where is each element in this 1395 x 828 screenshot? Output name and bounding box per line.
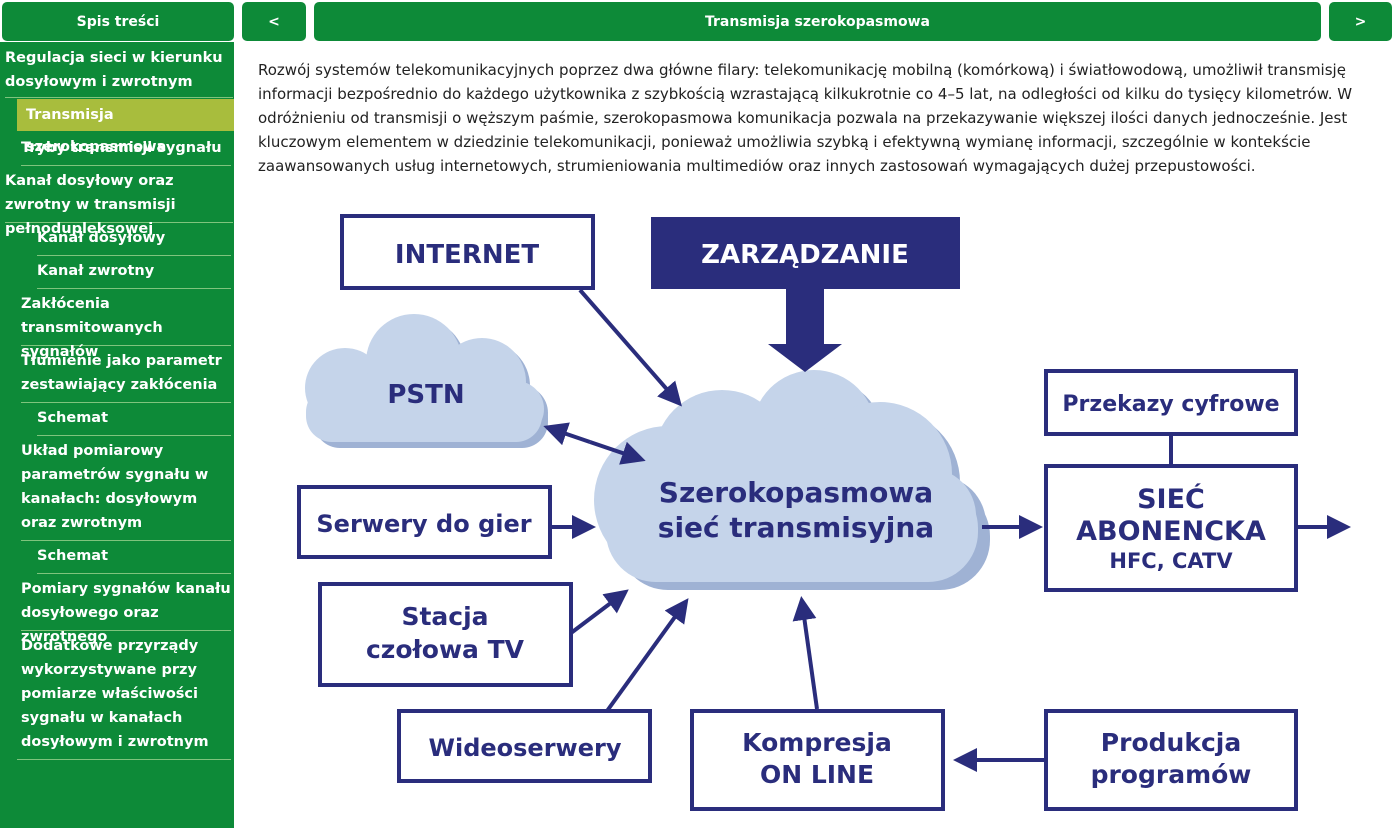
pstn-cloud: PSTN (305, 314, 548, 448)
internet-label: INTERNET (395, 240, 539, 270)
przekazy-label: Przekazy cyfrowe (1062, 392, 1279, 417)
serwery-label: Serwery do gier (316, 510, 531, 538)
produkcja-box (1044, 709, 1298, 811)
toc-item-regulacja[interactable]: Regulacja sieci w kierunku dosyłowym i z… (5, 46, 233, 98)
stacja-box (318, 582, 573, 687)
internet-box (340, 214, 595, 290)
toc-item-schemat-1[interactable]: Schemat (37, 406, 231, 436)
main-cloud: Szerokopasmowa sieć transmisyjna (594, 370, 990, 590)
arrow-internet (578, 288, 682, 407)
toc-item-dodatkowe-przyrzady[interactable]: Dodatkowe przyrządy wykorzystywane przy … (17, 634, 231, 760)
arrow-pstn-from-cloud (543, 422, 591, 446)
zarzadzanie-box (651, 217, 960, 289)
cloud-line-1: Szerokopasmowa (659, 476, 933, 509)
kompresja-line-1: Kompresja (742, 728, 892, 757)
produkcja-line-2: programów (1091, 760, 1252, 789)
arrow-kompresja (792, 596, 819, 710)
przekazy-box (1044, 369, 1298, 436)
arrow-wideoserwery (605, 598, 689, 713)
toc-item-uklad-pomiarowy[interactable]: Układ pomiarowy parametrów sygnału w kan… (21, 439, 231, 541)
toc-item-kanal-zwrotny[interactable]: Kanał zwrotny (37, 259, 231, 289)
wideoserwery-box (397, 709, 652, 783)
wideoserwery-label: Wideoserwery (429, 734, 622, 762)
prev-button[interactable]: < (242, 2, 306, 41)
toc-title-bar: Spis treści (2, 2, 234, 41)
arrow-pstn-to-cloud (589, 440, 646, 465)
next-button[interactable]: > (1329, 2, 1392, 41)
toc-item-kanal-dosylowy-zwrotny[interactable]: Kanał dosyłowy oraz zwrotny w transmisji… (5, 169, 233, 237)
toc-item-tlumienie[interactable]: Tłumienie jako parametr zestawiający zak… (21, 349, 231, 403)
toc-item-transmisja-szerokopasmowa[interactable]: Transmisja szerokopasmowa (17, 99, 234, 155)
produkcja-line-1: Produkcja (1101, 728, 1241, 757)
page-title: Transmisja szerokopasmowa (314, 2, 1321, 41)
zarzadzanie-label: ZARZĄDZANIE (701, 240, 909, 270)
intro-paragraph: Rozwój systemów telekomunikacyjnych popr… (258, 61, 1353, 175)
siec-line-2: ABONENCKA (1076, 516, 1266, 547)
siec-abonencka-box (1044, 464, 1298, 592)
siec-line-3: HFC, CATV (1109, 549, 1233, 573)
cloud-line-2: sieć transmisyjna (658, 511, 934, 544)
serwery-box (297, 485, 552, 559)
toc-item-kanal-dosylowy[interactable]: Kanał dosyłowy (37, 226, 231, 256)
table-of-contents: Regulacja sieci w kierunku dosyłowym i z… (0, 42, 234, 828)
toc-item-zaklocenia[interactable]: Zakłócenia transmitowanych sygnałów (21, 292, 231, 360)
arrow-stacja (569, 589, 629, 635)
toc-item-pomiary-sygnalow[interactable]: Pomiary sygnałów kanału dosyłowego oraz … (21, 577, 231, 645)
siec-line-1: SIEĆ (1137, 483, 1205, 515)
pstn-label: PSTN (387, 380, 464, 410)
stacja-line-2: czołowa TV (366, 635, 525, 664)
kompresja-line-2: ON LINE (760, 760, 874, 789)
toc-item-schemat-2[interactable]: Schemat (37, 544, 231, 574)
zarzadzanie-arrow (768, 289, 842, 372)
stacja-line-1: Stacja (401, 602, 488, 631)
kompresja-box (690, 709, 945, 811)
toc-item-tryby-transmisji[interactable]: Tryby transmisji sygnału (21, 136, 231, 166)
